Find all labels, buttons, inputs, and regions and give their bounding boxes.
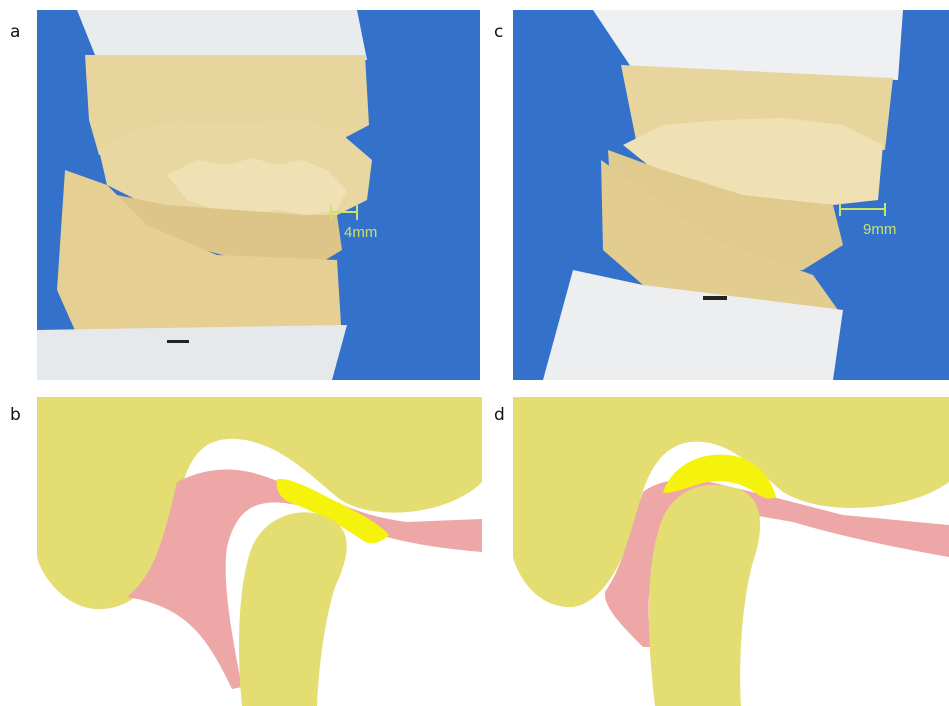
joint-schematic-b (37, 397, 482, 706)
dental-model-photo-a (37, 10, 480, 380)
dental-model-photo-c (513, 10, 949, 380)
panel-c-dental-model-photo: 9mm (513, 10, 949, 380)
panel-a-dental-model-photo: 4mm (37, 10, 480, 380)
panel-d-joint-diagram (513, 397, 949, 706)
condyle-b (239, 512, 347, 706)
measurement-label-a: 4mm (344, 224, 377, 241)
joint-schematic-d (513, 397, 949, 706)
panel-b-joint-diagram (37, 397, 482, 706)
panel-label-d: d (494, 407, 505, 424)
measurement-label-c: 9mm (863, 221, 896, 238)
condyle-d (649, 485, 760, 706)
panel-label-b: b (10, 407, 21, 424)
panel-label-a: a (10, 24, 20, 41)
panel-label-c: c (494, 24, 503, 41)
